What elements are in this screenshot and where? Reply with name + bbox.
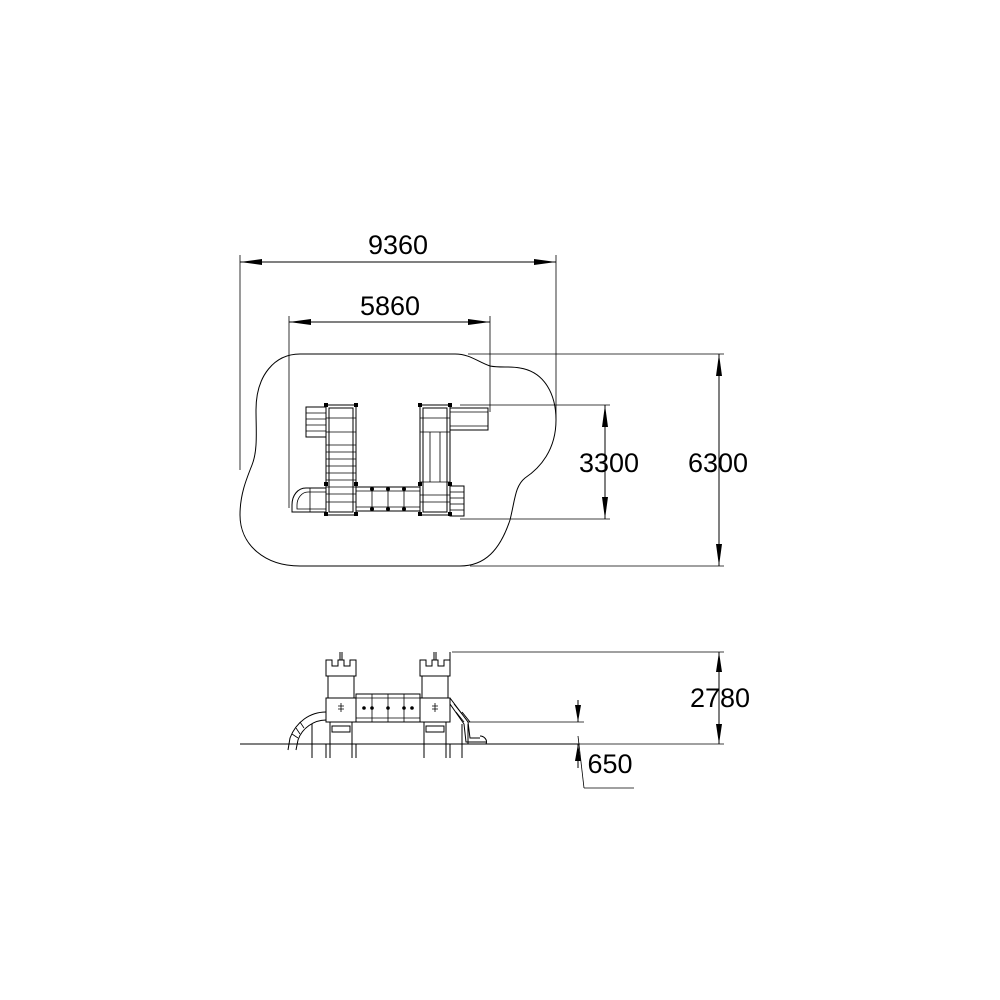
inner-depth-label: 3300 [579, 448, 639, 478]
overall-width-label: 9360 [368, 230, 428, 260]
dimension-total-height: 2780 [452, 651, 750, 745]
right-tower-plan [418, 403, 452, 516]
safety-zone-outline [239, 353, 557, 567]
dimension-inner-depth: 3300 [460, 404, 639, 520]
left-ladder-plan [305, 406, 327, 438]
left-tower-plan [324, 403, 358, 516]
dimension-overall-width: 9360 [239, 230, 557, 470]
dimension-inner-width: 5860 [288, 291, 491, 508]
right-ladder-plan [449, 485, 465, 517]
dimension-overall-depth: 6300 [468, 353, 748, 567]
left-slide-plan [291, 487, 326, 513]
left-slide-elevation [287, 711, 327, 758]
platform-height-label: 650 [587, 749, 632, 779]
dimension-platform-height: 650 [468, 700, 634, 789]
elevation-view: 2780 650 [240, 651, 750, 789]
plan-view: 9360 5860 3300 6300 [239, 230, 748, 567]
left-tower-elevation [325, 652, 357, 758]
bridge-plan [355, 486, 421, 512]
right-tower-elevation [419, 652, 451, 758]
inner-width-label: 5860 [360, 291, 420, 321]
overall-depth-label: 6300 [688, 448, 748, 478]
right-slide-plan [449, 407, 489, 431]
bridge-elevation [355, 693, 421, 723]
right-slide-elevation [449, 697, 487, 758]
total-height-label: 2780 [690, 683, 750, 713]
